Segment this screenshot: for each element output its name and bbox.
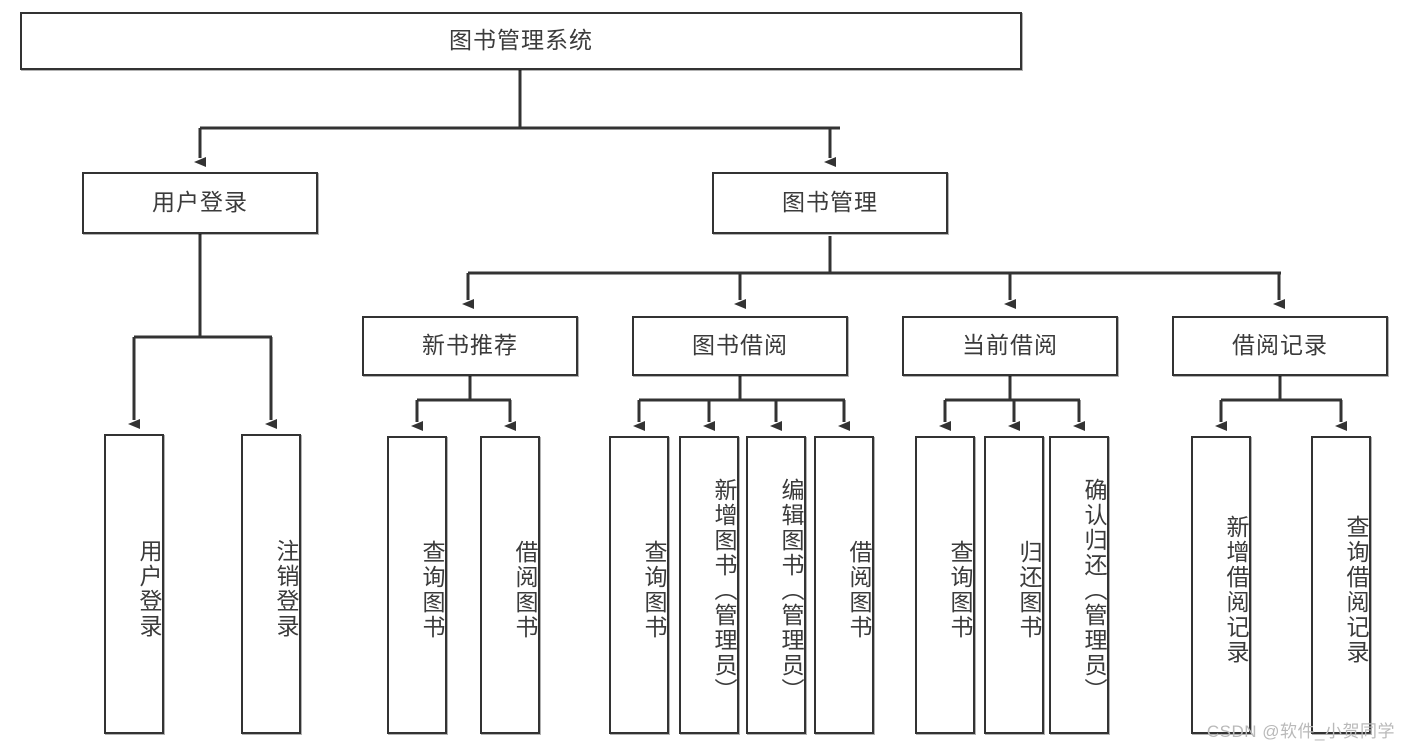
csdn-watermark: CSDN @软件_小贺同学 [1206,722,1395,741]
node-book-management-label: 图书管理 [782,189,878,216]
node-root[interactable]: 图书管理系统 [20,12,1022,70]
node-book-borrow[interactable]: 图书借阅 [632,316,848,376]
leaf-borrow-query-book[interactable]: 查询图书 [609,436,669,734]
node-new-book-recommend[interactable]: 新书推荐 [362,316,578,376]
leaf-current-query-book[interactable]: 查询图书 [915,436,975,734]
leaf-records-add-record[interactable]: 新增借阅记录 [1191,436,1251,734]
leaf-label: 用户登录 [136,539,162,639]
leaf-label: 查询图书 [419,540,445,640]
leaf-borrow-edit-book[interactable]: 编辑图书（管理员） [746,436,806,734]
leaf-label: 查询图书 [641,540,667,640]
node-user-login[interactable]: 用户登录 [82,172,318,234]
leaf-label: 借阅图书 [512,540,538,640]
leaf-label: 借阅图书 [846,540,872,640]
leaf-records-query-record[interactable]: 查询借阅记录 [1311,436,1371,734]
leaf-current-confirm-return[interactable]: 确认归还（管理员） [1049,436,1109,734]
node-user-login-label: 用户登录 [152,189,248,216]
leaf-label: 确认归还（管理员） [1081,477,1107,703]
leaf-label: 归还图书 [1016,540,1042,640]
leaf-borrow-borrow-book[interactable]: 借阅图书 [814,436,874,734]
node-root-label: 图书管理系统 [449,27,593,54]
node-book-management[interactable]: 图书管理 [712,172,948,234]
leaf-label: 新增借阅记录 [1223,515,1249,665]
leaf-current-return-book[interactable]: 归还图书 [984,436,1044,734]
leaf-new-book-borrow[interactable]: 借阅图书 [480,436,540,734]
leaf-borrow-add-book[interactable]: 新增图书（管理员） [679,436,739,734]
leaf-new-book-query[interactable]: 查询图书 [387,436,447,734]
node-current-borrow[interactable]: 当前借阅 [902,316,1118,376]
leaf-label: 查询图书 [947,540,973,640]
leaf-user-login-signin[interactable]: 用户登录 [104,434,164,734]
leaf-user-login-signout[interactable]: 注销登录 [241,434,301,734]
leaf-label: 查询借阅记录 [1343,515,1369,665]
node-book-borrow-label: 图书借阅 [692,332,788,359]
node-borrow-records-label: 借阅记录 [1232,332,1328,359]
node-borrow-records[interactable]: 借阅记录 [1172,316,1388,376]
leaf-label: 编辑图书（管理员） [778,477,804,703]
leaf-label: 注销登录 [273,539,299,639]
node-current-borrow-label: 当前借阅 [962,332,1058,359]
node-new-book-recommend-label: 新书推荐 [422,332,518,359]
leaf-label: 新增图书（管理员） [711,477,737,703]
